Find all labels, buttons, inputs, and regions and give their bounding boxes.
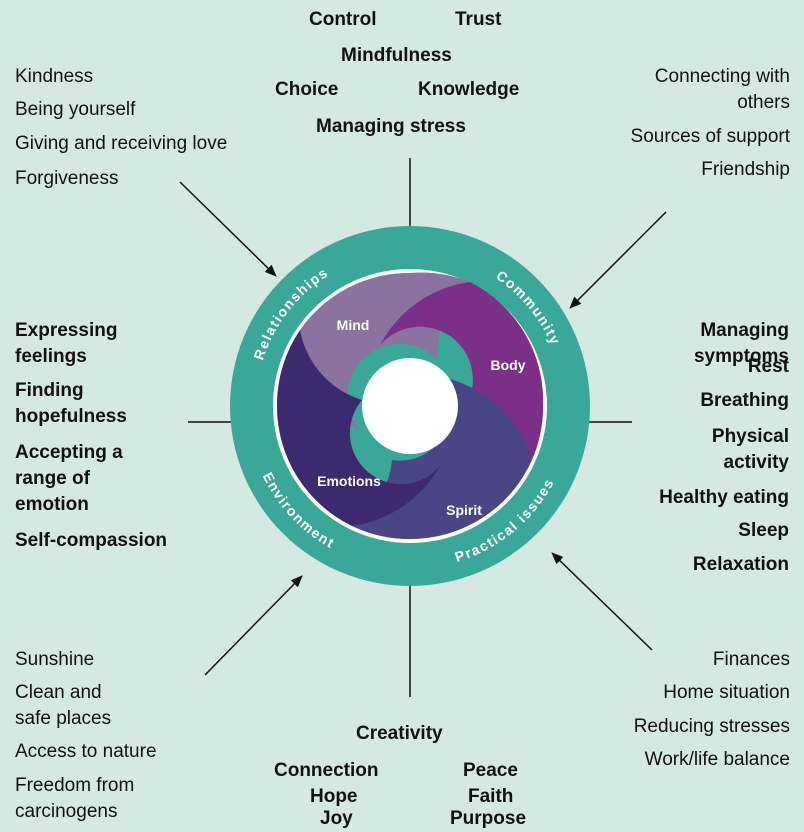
mind-choice: Choice (275, 79, 339, 100)
emotions-item: Accepting a (15, 442, 123, 463)
body-item: Physical (711, 426, 789, 447)
community-item: Connecting with (654, 66, 790, 87)
emotions-item: emotion (15, 494, 89, 515)
emotions-item: Self-compassion (15, 530, 168, 551)
body-item: Breathing (700, 390, 789, 411)
body-item: Relaxation (692, 554, 789, 575)
emotions-item: range of (15, 468, 90, 489)
mind-control: Control (309, 9, 377, 30)
center-hole (362, 358, 458, 454)
spirit-joy: Joy (320, 808, 353, 829)
spirit-purpose: Purpose (450, 808, 527, 829)
label-emotions: Emotions (317, 473, 381, 489)
relationships-item: Being yourself (15, 99, 136, 120)
body-item: activity (723, 452, 789, 473)
emotions-item: Expressing (15, 320, 118, 341)
body-item: Healthy eating (659, 487, 789, 508)
practical-item: Finances (712, 649, 790, 670)
spirit-connection: Connection (274, 760, 379, 781)
relationships-item: Giving and receiving love (15, 133, 228, 154)
mind-mindfulness: Mindfulness (341, 45, 452, 66)
environment-item: Freedom from (15, 775, 135, 796)
environment-item: Clean and (15, 682, 102, 703)
relationships-item: Kindness (15, 66, 94, 87)
arrow-top-left (179, 181, 277, 277)
swirl (276, 272, 544, 540)
emotions-item: feelings (15, 346, 87, 367)
community-item: Sources of support (630, 126, 790, 147)
spirit-creativity: Creativity (356, 723, 443, 744)
community-item: Friendship (701, 159, 790, 180)
label-body: Body (491, 357, 526, 373)
arrow-top-right (569, 211, 667, 309)
environment-item: carcinogens (15, 801, 118, 822)
community-item: others (737, 92, 790, 113)
spirit-peace: Peace (463, 760, 518, 781)
body-item: Managing (700, 320, 789, 341)
body-item: Rest (747, 356, 789, 377)
spirit-hope: Hope (310, 786, 358, 807)
environment-item: Access to nature (15, 741, 157, 762)
label-mind: Mind (337, 317, 370, 333)
environment-item: safe places (15, 708, 112, 729)
petal-emotions (276, 330, 440, 526)
body-item: Sleep (738, 520, 789, 541)
mind-managing-stress: Managing stress (316, 116, 466, 137)
label-spirit: Spirit (446, 502, 482, 518)
arrow-bottom-left (204, 575, 303, 676)
practical-item: Work/life balance (644, 749, 790, 770)
relationships-item: Forgiveness (15, 168, 119, 189)
mind-trust: Trust (455, 9, 502, 30)
emotions-item: hopefulness (15, 406, 127, 427)
body-item: symptoms (693, 346, 789, 367)
arrow-bottom-right (551, 552, 653, 651)
mind-knowledge: Knowledge (418, 79, 520, 100)
spirit-faith: Faith (468, 786, 514, 807)
practical-item: Home situation (663, 682, 790, 703)
emotions-item: Finding (15, 380, 84, 401)
environment-item: Sunshine (15, 649, 95, 670)
practical-item: Reducing stresses (633, 716, 790, 737)
